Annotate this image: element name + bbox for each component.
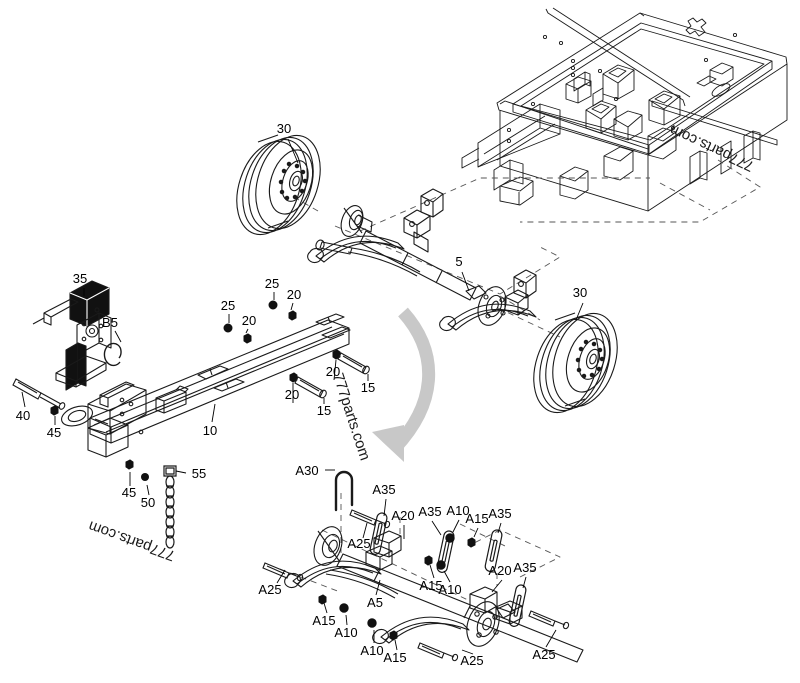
callout-50: 50 xyxy=(141,495,155,510)
callout-10: 10 xyxy=(203,423,217,438)
callout-20-a: 20 xyxy=(287,287,301,302)
callout-25-b: 25 xyxy=(221,298,235,313)
callout-30-right: 30 xyxy=(573,285,587,300)
safety-chain xyxy=(163,465,177,549)
tongue-beam xyxy=(87,313,351,458)
callout-45-b: 45 xyxy=(122,485,136,500)
callout-A35-a: A35 xyxy=(372,482,395,497)
callout-35: 35 xyxy=(73,271,87,286)
callout-A10-c: A10 xyxy=(334,625,357,640)
callout-A10-b: A10 xyxy=(438,582,461,597)
callout-A25-c: A25 xyxy=(460,653,483,668)
callout-15-b: 15 xyxy=(317,403,331,418)
callout-B5: B5 xyxy=(102,315,118,330)
callout-A35-b: A35 xyxy=(418,504,441,519)
callout-A15-b: A15 xyxy=(419,578,442,593)
callout-A35-d: A35 xyxy=(513,560,536,575)
watermark-3: 777parts.com xyxy=(86,517,177,564)
axle-assembly-upper xyxy=(307,188,537,332)
u-bolt-A30 xyxy=(334,470,354,512)
callout-A30: A30 xyxy=(295,463,318,478)
leader-lines xyxy=(21,138,584,655)
callout-A20-a: A20 xyxy=(391,508,414,523)
callout-40: 40 xyxy=(16,408,30,423)
callout-A25-b: A25 xyxy=(532,647,555,662)
fasteners-lower xyxy=(262,509,570,662)
callout-A35-c: A35 xyxy=(488,506,511,521)
trailer-jack xyxy=(32,280,112,391)
callout-45-a: 45 xyxy=(47,425,61,440)
callout-A10-a: A10 xyxy=(446,503,469,518)
callout-55: 55 xyxy=(192,466,206,481)
callout-30-left: 30 xyxy=(277,121,291,136)
fasteners-upper xyxy=(12,300,370,481)
callout-A15-a: A15 xyxy=(465,511,488,526)
callout-A15-c: A15 xyxy=(312,613,335,628)
wheel-right xyxy=(533,312,618,414)
callout-A15-d: A15 xyxy=(383,650,406,665)
callout-25-a: 25 xyxy=(265,276,279,291)
retaining-clip-B5 xyxy=(103,342,122,367)
callout-20-d: 20 xyxy=(285,387,299,402)
callout-5: 5 xyxy=(455,254,462,269)
callout-20-c: 20 xyxy=(326,364,340,379)
wheel-left xyxy=(236,134,321,236)
callout-A25-d: A25 xyxy=(258,582,281,597)
trailer-bed-assembly xyxy=(461,7,788,212)
coupler-hitch xyxy=(60,381,147,435)
callout-A20-b: A20 xyxy=(488,563,511,578)
callout-A10-d: A10 xyxy=(360,643,383,658)
callout-A25-a: A25 xyxy=(347,536,370,551)
callout-labels: 30 5 30 35 B5 25 25 20 20 20 20 15 15 40… xyxy=(16,121,587,668)
callout-A5: A5 xyxy=(367,595,383,610)
callout-20-b: 20 xyxy=(242,313,256,328)
callout-15-a: 15 xyxy=(361,380,375,395)
flow-arrow xyxy=(372,307,436,462)
